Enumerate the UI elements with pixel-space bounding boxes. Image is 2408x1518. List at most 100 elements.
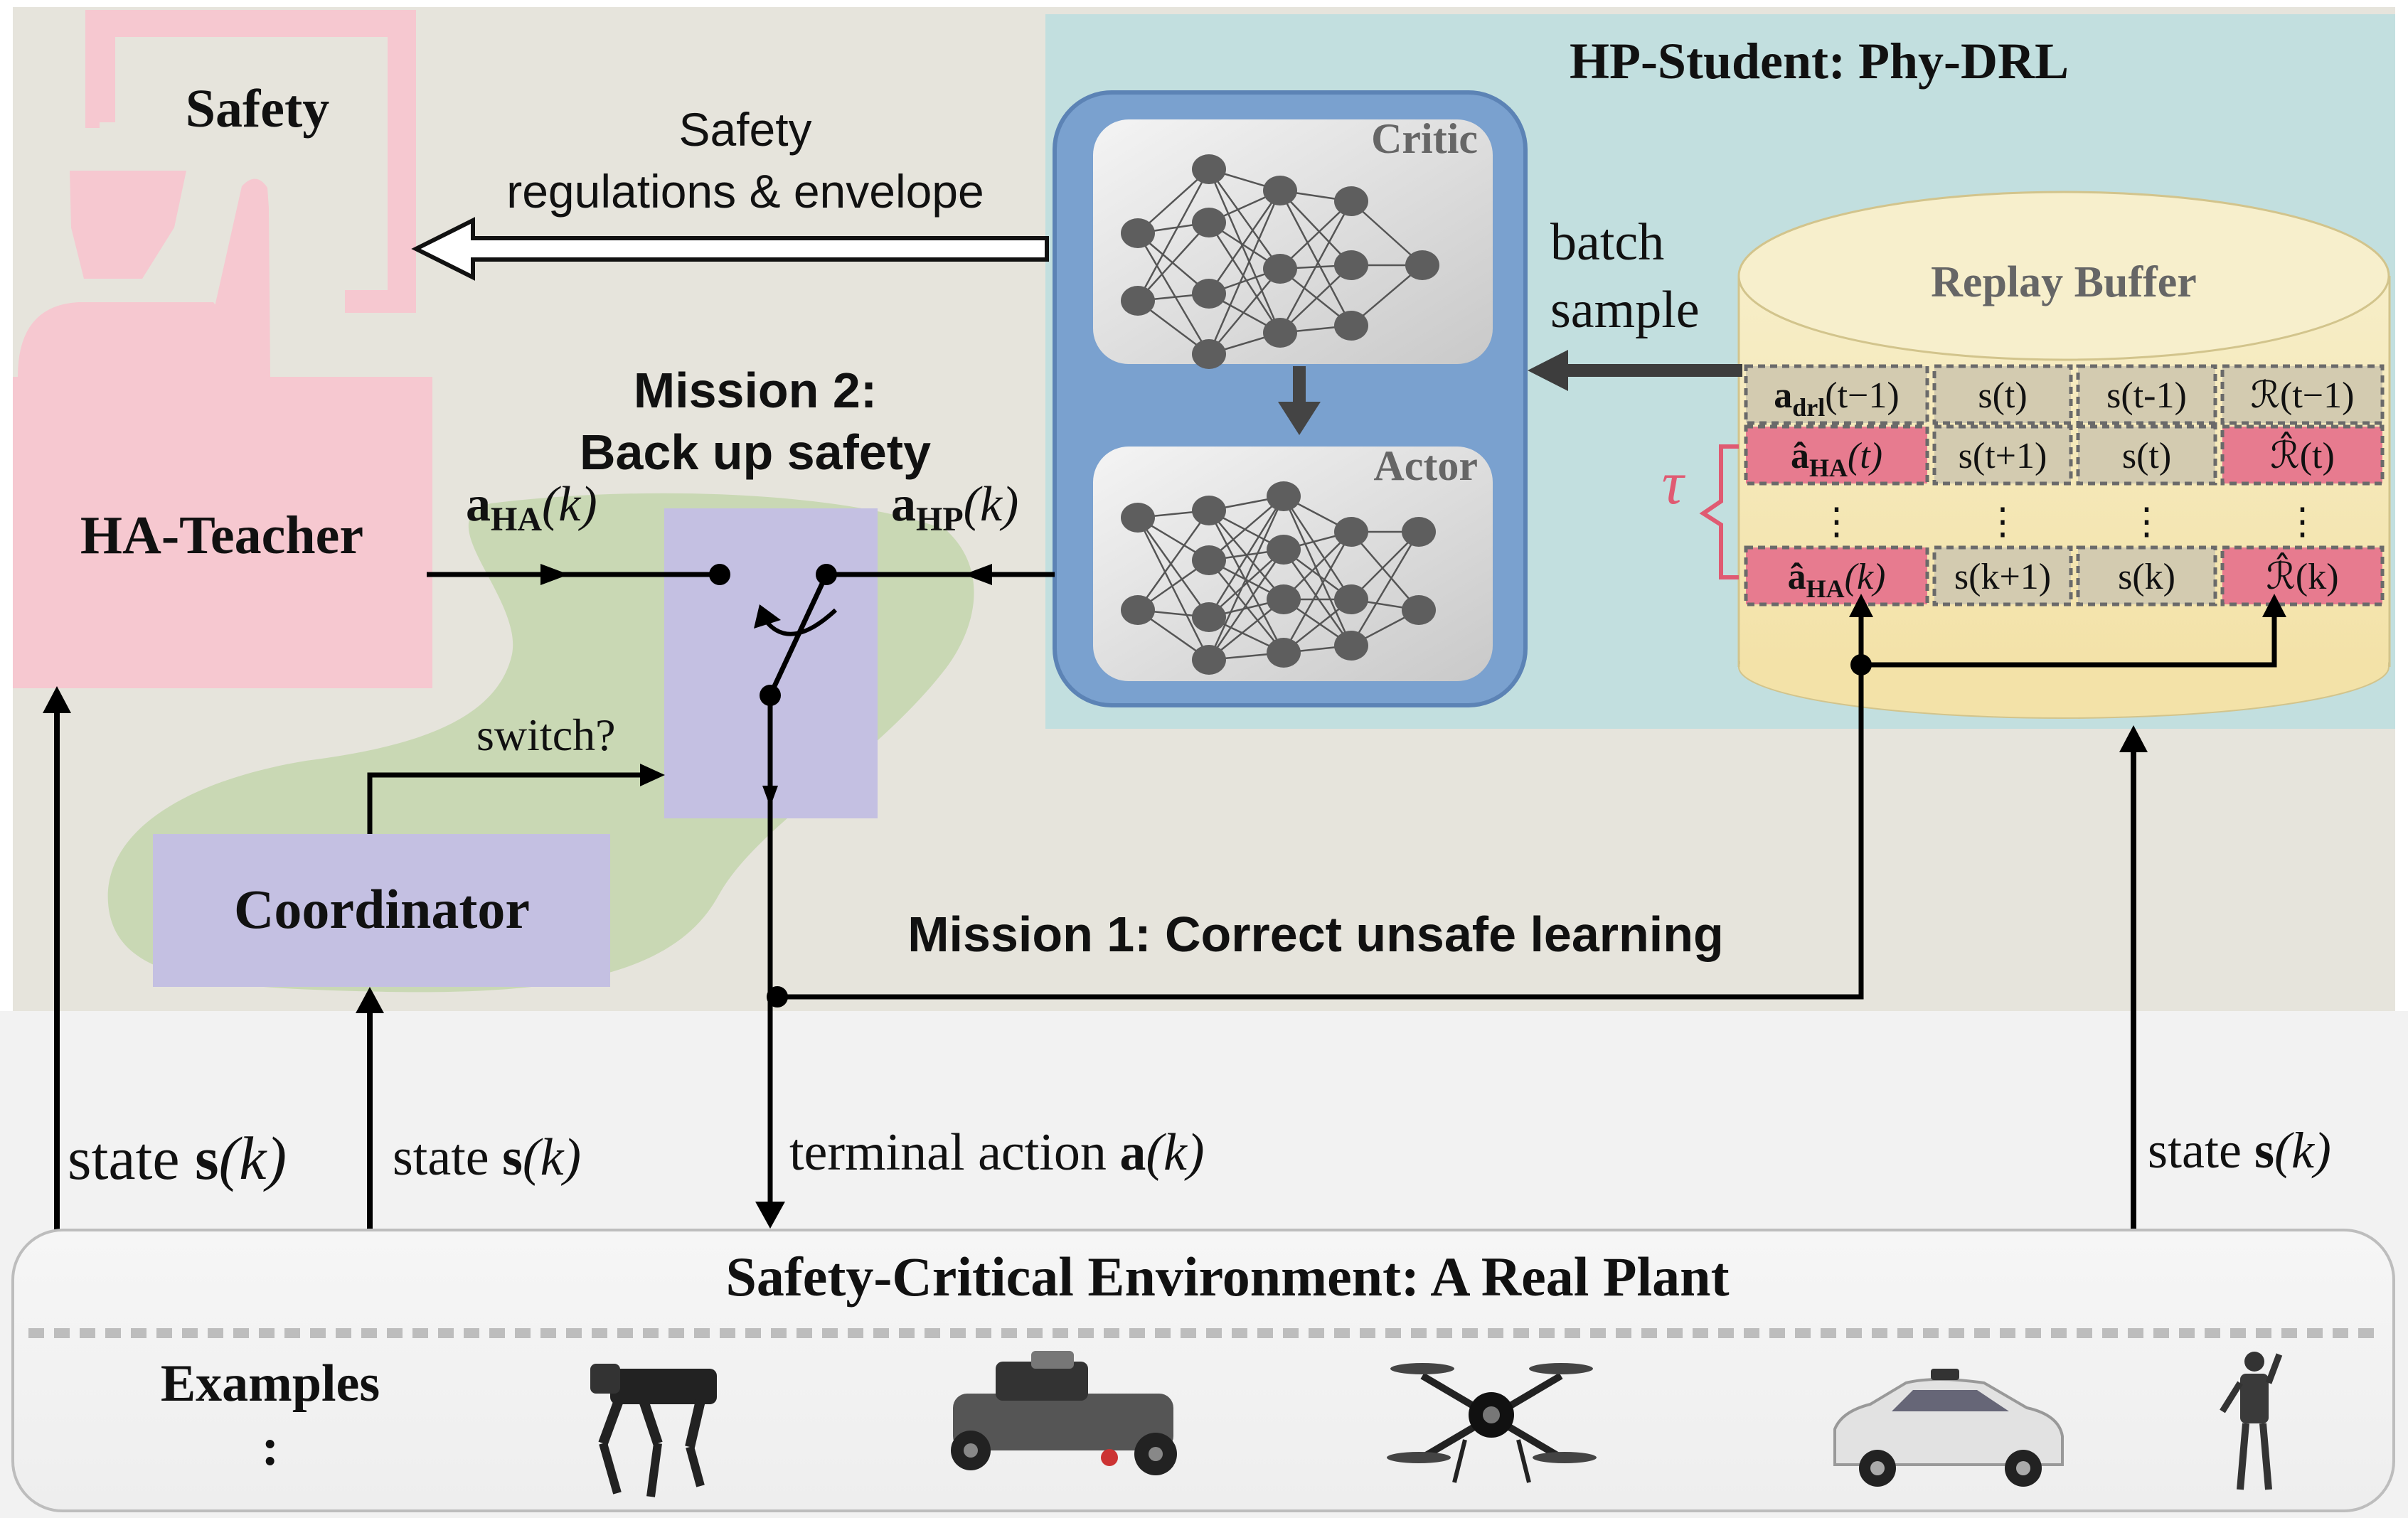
replay-buffer-cell-text: s(k+1) [1954, 557, 2051, 597]
network-edge [1279, 190, 1353, 326]
ha-teacher-label: HA-Teacher [80, 506, 363, 565]
actor-neural-network [1121, 481, 1436, 675]
replay-buffer-cell-text: s(k) [2118, 557, 2175, 597]
network-edge [1208, 496, 1284, 561]
quadruped-robot-icon [590, 1364, 717, 1497]
network-edge [1350, 531, 1420, 646]
network-edge [1282, 496, 1353, 646]
state-coordinator-label: state s(k) [393, 1128, 581, 1187]
network-node [1267, 535, 1301, 565]
replay-buffer-cell [1744, 424, 1929, 486]
replay-buffer-cell-text: ⋮ [1818, 502, 1855, 542]
network-node [1192, 208, 1226, 237]
tau-brace [1699, 444, 1739, 579]
batch-sample-line2: sample [1550, 281, 1700, 339]
replay-buffer-cell-text: âHA(t) [1791, 436, 1882, 482]
critic-to-actor-arrow [1278, 366, 1321, 435]
network-edge [1279, 264, 1352, 333]
switch-control-line [367, 772, 649, 834]
network-node [1263, 318, 1297, 348]
network-node [1402, 595, 1436, 625]
network-edge [1137, 222, 1210, 301]
replay-buffer-cell-text: ℛ̂(t) [2270, 432, 2335, 476]
mission1-label: Mission 1: Correct unsafe learning [907, 907, 1723, 962]
switch-question-label: switch? [476, 710, 616, 760]
replay-buffer-cell [2076, 364, 2217, 425]
replay-buffer-cell [2076, 545, 2217, 606]
replay-buffer-cell [2220, 424, 2385, 486]
network-edge [1208, 549, 1284, 618]
network-node [1121, 503, 1155, 533]
replay-buffer-cell [2220, 545, 2385, 606]
network-edge [1136, 517, 1210, 618]
safety-regulations-line1: Safety [678, 103, 811, 156]
network-edge [1282, 549, 1353, 646]
replay-buffer-cell-text: ⋮ [2284, 502, 2321, 542]
replay-buffer-cell-text: ⋮ [2129, 502, 2165, 542]
network-node [1334, 584, 1368, 614]
terminal-action-label: terminal action a(k) [789, 1123, 1205, 1182]
network-edge [1208, 169, 1282, 269]
safety-label: Safety [186, 79, 330, 139]
network-node [1192, 545, 1226, 575]
examples-colon: : [262, 1418, 279, 1477]
network-node [1192, 496, 1226, 525]
network-node [1192, 154, 1226, 184]
replay-buffer-cell [1932, 545, 2073, 606]
replay-buffer-cell [2076, 424, 2217, 486]
network-node [1267, 638, 1301, 668]
replay-buffer-cell-text: s(t-1) [2106, 375, 2187, 416]
network-edge [1208, 549, 1285, 661]
network-edge [1136, 169, 1210, 301]
network-edge [1279, 201, 1352, 269]
replay-buffer-cell-text: s(t) [1978, 375, 2027, 416]
teacher-head [70, 171, 186, 279]
network-edge [1208, 510, 1285, 653]
teacher-illustration [13, 10, 432, 688]
rc-car-icon [951, 1351, 1177, 1475]
replay-buffer-cell-text: âHA(k) [1788, 557, 1886, 603]
network-edge [1282, 531, 1353, 653]
network-node [1267, 481, 1301, 511]
network-node [1334, 517, 1368, 547]
batch-sample-arrow [1528, 350, 1742, 391]
mission2-line1: Mission 2: [634, 363, 877, 418]
humanoid-robot-icon [2220, 1352, 2283, 1490]
network-edge [1136, 517, 1210, 661]
network-node [1121, 286, 1155, 316]
network-edge [1279, 201, 1353, 333]
network-node [1267, 584, 1301, 614]
network-node [1334, 311, 1368, 341]
examples-label: Examples [161, 1354, 380, 1413]
critic-network-box [1093, 119, 1493, 364]
network-edge [1208, 268, 1281, 355]
hp-student-title: HP-Student: Phy-DRL [1570, 33, 2069, 90]
network-edge [1350, 531, 1419, 600]
mission1-feedback-line [777, 611, 1864, 1000]
network-node [1334, 631, 1368, 661]
replay-buffer-cell [1932, 424, 2073, 486]
network-node [1263, 176, 1297, 205]
replay-buffer-table: adrl(t−1)s(t)s(t-1)ℛ(t−1)âHA(t)s(t+1)s(t… [1744, 364, 2385, 606]
replay-buffer-cell-text: ℛ̂(k) [2266, 552, 2338, 597]
replay-buffer-cell-text: adrl(t−1) [1774, 375, 1899, 422]
coordinator-box [153, 834, 610, 987]
network-node [1192, 279, 1226, 309]
drone-icon [1387, 1363, 1597, 1483]
replay-buffer-cell [1744, 364, 1929, 425]
replay-buffer-cell [2220, 364, 2385, 425]
network-edge [1208, 560, 1284, 653]
network-edge [1282, 496, 1353, 600]
replay-buffer-cell-text: s(t+1) [1959, 436, 2047, 476]
network-edge [1283, 531, 1352, 600]
state-right-label: state s(k) [2148, 1122, 2331, 1179]
network-edge [1208, 496, 1285, 618]
network-edge [1350, 531, 1419, 611]
network-node [1263, 254, 1297, 284]
state-left-label: state s(k) [68, 1124, 287, 1192]
network-edge [1136, 232, 1210, 355]
tau-symbol: τ [1662, 449, 1686, 517]
switch-arc-icon [761, 608, 838, 636]
a-ha-label: aHA(k) [466, 477, 597, 538]
replay-buffer-cell [1932, 364, 2073, 425]
